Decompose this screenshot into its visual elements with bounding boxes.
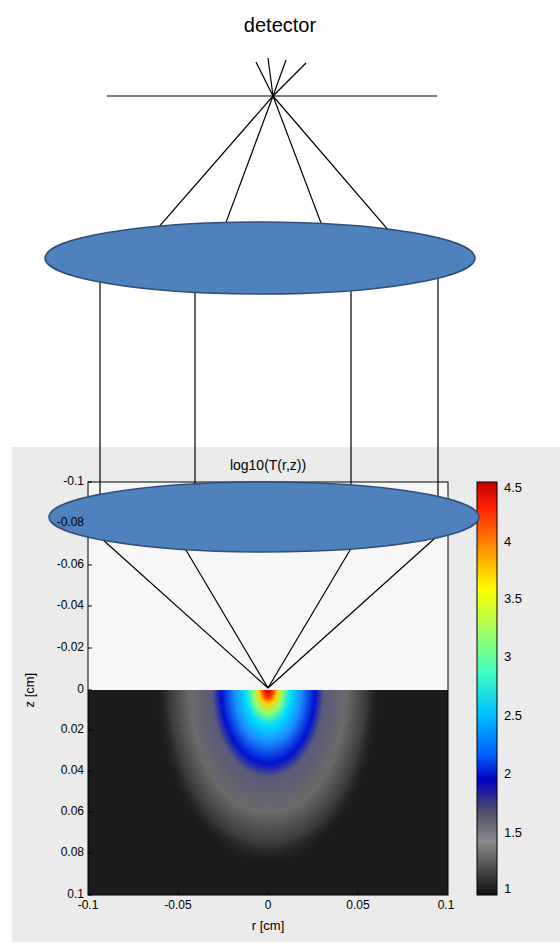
colorbar-label: 1.5 — [504, 826, 522, 840]
focal-point-rays — [92, 58, 444, 688]
tick-mark — [88, 606, 92, 607]
ray — [92, 530, 268, 688]
upper-lens — [45, 222, 475, 294]
tick-mark — [358, 891, 359, 895]
ray — [99, 260, 100, 520]
tick-label: 0.08 — [61, 846, 84, 859]
tick-label: -0.1 — [63, 475, 84, 488]
axis-label: z [cm] — [23, 673, 37, 708]
tick-mark — [268, 891, 269, 895]
tick-mark — [88, 565, 92, 566]
axis-label: r [cm] — [252, 919, 285, 933]
ray — [180, 540, 268, 688]
tick-label: -0.02 — [57, 641, 84, 654]
colorbar-label: 3 — [504, 650, 511, 664]
tick-label: 0.05 — [346, 899, 369, 912]
tick-label: 0.02 — [61, 723, 84, 736]
tick-label: 0.04 — [61, 764, 84, 777]
ray — [273, 63, 306, 96]
colorbar-label: 4.5 — [504, 481, 522, 495]
heat-map-plume — [156, 690, 380, 865]
color-bar — [477, 482, 497, 895]
tick-label: -0.08 — [57, 516, 84, 529]
tick-label: 0.1 — [438, 899, 455, 912]
ray — [437, 260, 438, 520]
ray — [268, 540, 356, 688]
tick-label: -0.06 — [57, 558, 84, 571]
ray — [273, 60, 286, 96]
colorbar-label: 4 — [504, 535, 511, 549]
ray — [268, 530, 444, 688]
figure-panel — [12, 447, 560, 942]
tick-label: 0.06 — [61, 805, 84, 818]
colorbar-label: 2 — [504, 767, 511, 781]
tick-mark — [88, 690, 92, 691]
detector-label: detector — [244, 14, 316, 36]
tick-label: -0.1 — [78, 899, 99, 912]
heat-map — [156, 690, 380, 865]
colorbar-label: 3.5 — [504, 592, 522, 606]
plot-title: log10(T(r,z)) — [230, 458, 306, 473]
tick-label: -0.04 — [57, 599, 84, 612]
ray — [194, 260, 195, 520]
tick-mark — [88, 648, 92, 649]
tick-label: 0 — [265, 899, 272, 912]
tick-mark — [88, 482, 92, 483]
tick-mark — [88, 853, 92, 854]
colorbar-label: 2.5 — [504, 709, 522, 723]
lower-lens — [49, 482, 479, 552]
tick-mark — [88, 812, 92, 813]
colorbar-label: 1 — [504, 882, 511, 896]
ray — [350, 260, 351, 520]
tick-mark — [88, 895, 92, 896]
tick-mark — [178, 891, 179, 895]
ray — [268, 58, 273, 96]
tick-label: -0.05 — [164, 899, 191, 912]
tick-label: 0 — [77, 683, 84, 696]
tick-mark — [88, 771, 92, 772]
tick-mark — [88, 730, 92, 731]
